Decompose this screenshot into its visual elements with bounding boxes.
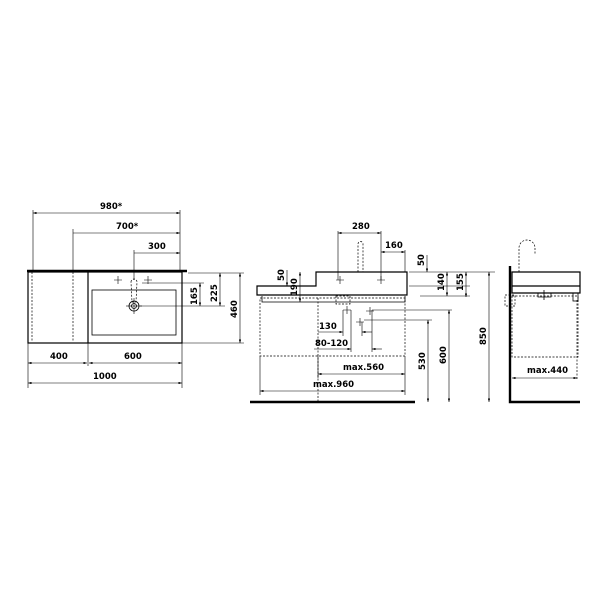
cabinet-outline [512, 296, 578, 357]
dim-460: 460 [230, 300, 240, 318]
dim-600: 600 [124, 352, 142, 362]
dim-130: 130 [319, 322, 337, 332]
dim-80-120: 80-120 [315, 339, 348, 349]
front-view: 280 160 50 190 50 140 155 850 600 530 13… [250, 222, 495, 402]
faucet-icon [519, 240, 535, 272]
side-view: max.440 [505, 240, 580, 402]
vanity-outline [28, 272, 182, 343]
dim-165: 165 [190, 287, 200, 305]
dim-980: 980* [100, 202, 123, 212]
dim-50-right: 50 [417, 254, 427, 266]
dim-140: 140 [437, 273, 447, 291]
dim-700: 700* [116, 222, 139, 232]
dim-1000: 1000 [93, 372, 117, 382]
dim-190: 190 [290, 278, 300, 296]
dim-280: 280 [352, 222, 370, 232]
dim-max-960: max.960 [313, 380, 354, 390]
siphon-icon [336, 296, 350, 304]
dim-530: 530 [418, 352, 428, 370]
dim-850: 850 [479, 327, 489, 345]
dim-max-440: max.440 [527, 366, 568, 376]
dim-160: 160 [385, 241, 403, 251]
basin-side [512, 272, 580, 293]
dim-300: 300 [148, 242, 166, 252]
dim-600: 600 [439, 346, 449, 364]
dim-400: 400 [50, 352, 68, 362]
faucet-icon [358, 242, 363, 273]
top-view: 980* 700* 300 165 225 460 400 600 1000 [27, 202, 244, 388]
dim-225: 225 [210, 284, 220, 302]
dim-max-560: max.560 [343, 363, 384, 373]
dim-50-left: 50 [277, 269, 287, 281]
dim-155: 155 [456, 273, 466, 291]
